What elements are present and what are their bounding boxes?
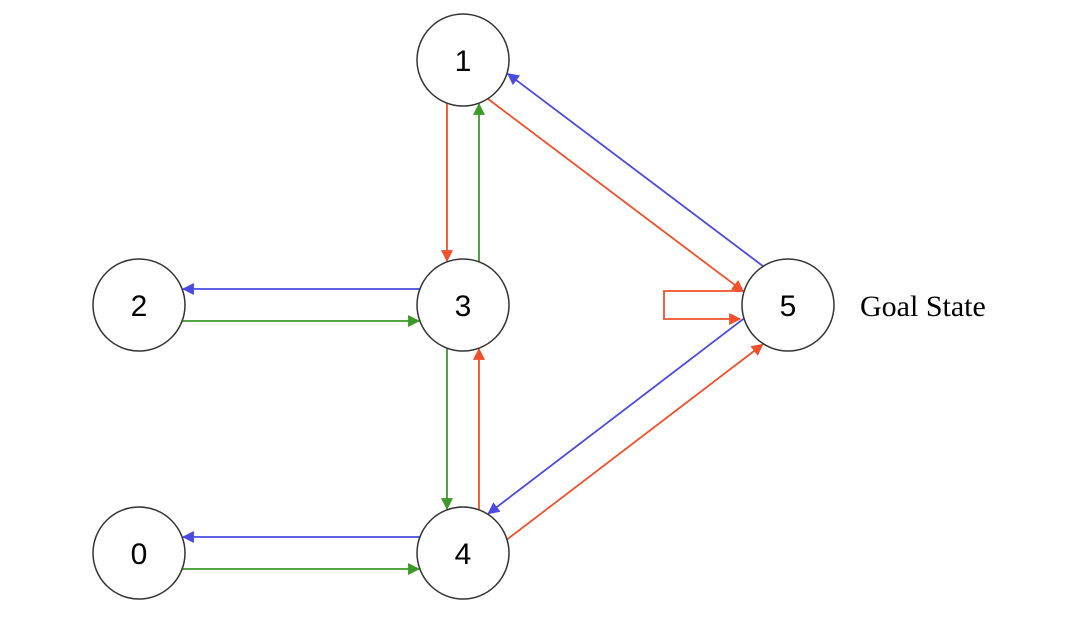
node-2-label: 2 (131, 290, 148, 323)
nodes-group: 0 1 2 3 4 5 (92, 13, 835, 600)
node-3-circle (416, 258, 510, 352)
node-1-circle (416, 13, 510, 107)
edge-4-to-5 (506, 343, 764, 541)
node-5-circle (741, 258, 835, 352)
node-4-label: 4 (455, 538, 472, 571)
node-2: 2 (92, 258, 186, 352)
node-5-label: 5 (780, 290, 797, 323)
edge-5-to-4 (487, 317, 745, 515)
goal-state-label: Goal State (860, 290, 986, 323)
edge-5-to-1 (506, 73, 764, 267)
node-5: 5 (741, 258, 835, 352)
edge-1-to-5 (487, 98, 745, 292)
node-0-label: 0 (131, 538, 148, 571)
node-0: 0 (92, 506, 186, 600)
edge-5-to-5 (663, 290, 743, 325)
edges-group (181, 73, 764, 575)
node-4-circle (416, 506, 510, 600)
node-1-label: 1 (455, 45, 472, 78)
node-1: 1 (416, 13, 510, 107)
node-3-label: 3 (455, 290, 472, 323)
node-0-circle (92, 506, 186, 600)
node-3: 3 (416, 258, 510, 352)
node-2-circle (92, 258, 186, 352)
node-4: 4 (416, 506, 510, 600)
